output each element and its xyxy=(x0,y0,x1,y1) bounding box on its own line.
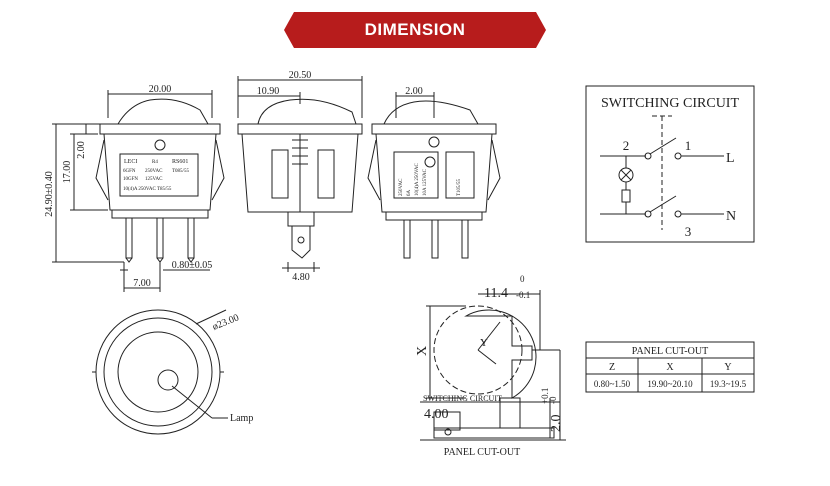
table-header-z: Z xyxy=(609,362,615,373)
front-view xyxy=(52,90,225,292)
table-header-y: Y xyxy=(724,362,731,373)
table-header-x: X xyxy=(666,362,674,373)
rear-marking-5: T105/55 xyxy=(457,179,462,196)
front-top-offset-label: 2.00 xyxy=(76,141,87,159)
cutout-top-tol-upper: 0 xyxy=(520,274,525,284)
lamp-label: Lamp xyxy=(230,413,253,424)
cutout-400-label: 4.00 xyxy=(424,407,449,422)
marking-6: T085/55 xyxy=(172,169,189,174)
side-view xyxy=(237,76,363,272)
marking-4: 6GFN xyxy=(123,169,136,174)
cutout-drawing xyxy=(420,290,566,441)
tab-width-label: 4.80 xyxy=(292,272,310,283)
banner-shape xyxy=(284,12,546,48)
cutout-circuit-label: SWITCHING CIRCUIT xyxy=(423,394,502,403)
rear-offset-label: 2.00 xyxy=(405,86,423,97)
pin-pitch-label: 7.00 xyxy=(133,278,151,289)
cutout-table xyxy=(585,341,755,393)
marking-5: 250VAC xyxy=(145,169,163,174)
cutout-z-label: 2.0 xyxy=(549,415,564,433)
pin-thickness-label: 0.80±0.05 xyxy=(172,260,213,271)
switching-circuit xyxy=(585,85,755,243)
rear-marking-3: 10(4)A 250VAC xyxy=(415,163,420,196)
marking-7: 10GFN xyxy=(123,177,138,182)
rear-marking-2: 6A xyxy=(407,190,412,197)
rear-marking-4: 10A 125VAC xyxy=(423,168,428,196)
cutout-top-dim: 11.4 xyxy=(484,286,508,301)
terminal-1-label: 1 xyxy=(685,138,692,153)
label-L: L xyxy=(726,151,735,166)
front-body-height-label: 17.00 xyxy=(62,161,73,184)
cutout-y-label: Y xyxy=(480,337,488,349)
cutout-z-tol-upper: +0.1 xyxy=(540,388,550,404)
terminal-3-label: 3 xyxy=(685,224,692,239)
banner-title: DIMENSION xyxy=(364,20,466,39)
rocker-label: 10.90 xyxy=(257,86,280,97)
table-cell-x: 19.90~20.10 xyxy=(647,379,693,389)
marking-8: 125VAC xyxy=(145,177,163,182)
rear-marking-1: 250VAC xyxy=(399,178,404,196)
round-view xyxy=(92,309,228,435)
marking-9: 10(4)A 250VAC T85/55 xyxy=(123,187,172,192)
terminal-2-label: 2 xyxy=(623,138,630,153)
front-width-label: 20.00 xyxy=(149,84,172,95)
front-height-label: 24.90±0.40 xyxy=(44,171,55,217)
side-width-label: 20.50 xyxy=(289,70,312,81)
rear-view xyxy=(367,92,501,259)
table-title: PANEL CUT-OUT xyxy=(632,346,708,357)
cutout-caption: PANEL CUT-OUT xyxy=(444,447,520,458)
table-cell-z: 0.80~1.50 xyxy=(594,379,631,389)
marking-1: LECI xyxy=(124,159,137,165)
cutout-top-tol-lower: -0.1 xyxy=(516,290,530,300)
marking-3: RS601 xyxy=(172,159,188,165)
labels: 20.00 24.90±0.40 17.00 2.00 7.00 0.80±0.… xyxy=(44,70,747,458)
title-banner: DIMENSION xyxy=(284,12,546,48)
table-cell-y: 19.3~19.5 xyxy=(710,379,747,389)
cutout-x-label: X xyxy=(415,346,430,356)
circuit-title: SWITCHING CIRCUIT xyxy=(601,96,739,111)
label-N: N xyxy=(726,209,736,224)
marking-2: R4 xyxy=(152,160,158,165)
cutout-z-tol-lower: -0 xyxy=(548,396,558,404)
